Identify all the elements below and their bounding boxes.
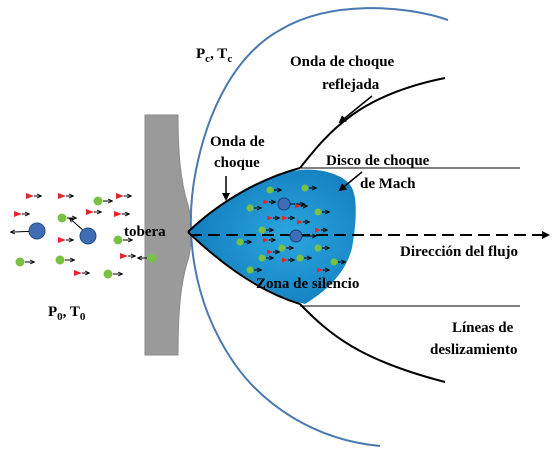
red-particle	[58, 193, 66, 199]
chamber-conditions-label: Pc, Tc	[196, 46, 232, 65]
jet-expansion-region	[188, 169, 356, 304]
green-particle	[266, 186, 274, 194]
red-particle	[263, 237, 269, 243]
green-particle	[258, 226, 266, 234]
intercepting-shock-lower	[187, 231, 301, 305]
molecule-velocity-arrow	[70, 218, 83, 230]
green-particle	[278, 244, 286, 252]
source-conditions-label: P0, T0	[48, 304, 86, 323]
red-particle	[26, 193, 34, 199]
green-particle	[258, 254, 266, 262]
green-particle	[113, 235, 123, 245]
red-particle	[297, 219, 303, 225]
reflected-shock-label-line1: Onda de choque	[290, 54, 395, 70]
green-particle	[246, 266, 254, 274]
slip-lines-label-line2: deslizamiento	[430, 342, 518, 358]
red-particle	[120, 253, 128, 259]
red-particle	[282, 215, 288, 221]
mach-disk-label-line2: de Mach	[360, 176, 416, 192]
reflected-shock-upper	[299, 77, 446, 169]
mach-disk-pointer	[338, 171, 363, 192]
green-particle	[57, 213, 67, 223]
red-particle	[58, 237, 66, 243]
green-particle	[103, 269, 113, 279]
barrel-shock-line	[189, 7, 449, 447]
green-particle	[55, 255, 65, 265]
green-particle	[15, 257, 25, 267]
green-particle	[246, 204, 254, 212]
green-particle	[236, 238, 244, 246]
nozzle-label: tobera	[124, 224, 166, 240]
green-particle	[296, 254, 304, 262]
green-particle	[93, 196, 103, 206]
green-particle	[301, 184, 309, 192]
large-molecule	[277, 197, 291, 211]
red-particle	[116, 193, 124, 199]
intercepting-shock-upper	[187, 167, 301, 233]
red-particle	[263, 199, 269, 205]
large-molecule	[28, 222, 46, 240]
zone-of-silence-label: Zona de silencio	[256, 276, 359, 292]
red-particle	[267, 249, 273, 255]
shock-wave-label-line2: choque	[214, 155, 260, 171]
reflected-shock-label-line2: reflejada	[322, 77, 380, 93]
green-particle	[314, 244, 322, 252]
particle-group	[11, 184, 345, 279]
mach-disk-label-line1: Disco de choque	[326, 153, 430, 169]
red-particle	[114, 211, 122, 217]
red-particle	[295, 203, 301, 209]
reflected-shock-lower	[299, 303, 446, 383]
green-particle	[330, 258, 338, 266]
red-particle	[74, 270, 82, 276]
slip-lines-label-line1: Líneas de	[452, 320, 514, 336]
red-particle	[267, 215, 273, 221]
reflected-shock-pointer	[338, 95, 373, 124]
red-particle	[86, 209, 94, 215]
red-particle	[315, 227, 321, 233]
shock-wave-label-line1: Onda de	[210, 134, 265, 150]
red-particle	[317, 267, 323, 273]
large-molecule	[289, 229, 303, 243]
large-molecule	[79, 227, 97, 245]
green-particle	[147, 253, 157, 263]
red-particle	[282, 257, 288, 263]
flow-direction-label: Dirección del flujo	[400, 244, 518, 260]
red-particle	[14, 211, 22, 217]
green-particle	[314, 208, 322, 216]
molecule-velocity-arrow	[11, 231, 30, 232]
